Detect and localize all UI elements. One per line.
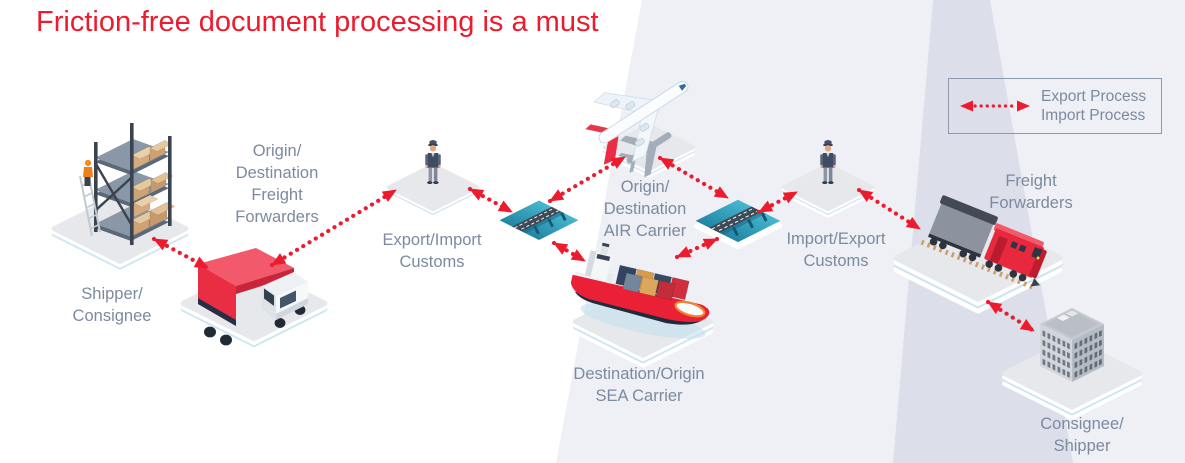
node-train xyxy=(883,172,1088,327)
legend-arrow-icon xyxy=(960,100,1030,112)
customs-officer-icon xyxy=(386,140,480,218)
export-customs-label: Export/Import Customs xyxy=(382,231,482,271)
airplane-icon xyxy=(585,80,696,178)
dest-forwarders-label: Freight Forwarders xyxy=(989,172,1073,212)
platform-icon xyxy=(781,163,875,218)
legend-export-label: Export Process xyxy=(1041,88,1147,105)
air-carrier-label: Origin/ Destination AIR Carrier xyxy=(603,178,687,240)
consignee-shipper-label: Consignee/ Shipper xyxy=(1040,415,1124,455)
node-export-customs xyxy=(385,132,505,237)
node-shipper-warehouse xyxy=(28,112,220,277)
legend-labels: Export Process Import Process xyxy=(1041,87,1146,125)
sea-carrier-label: Destination/Origin SEA Carrier xyxy=(573,365,705,405)
customs-officer-icon xyxy=(781,140,875,218)
office-building-icon xyxy=(983,308,1175,422)
shipper-consignee-label: Shipper/ Consignee xyxy=(72,285,152,325)
platform-icon xyxy=(386,163,480,218)
node-truck xyxy=(168,246,353,376)
page-title: Friction-free document processing is a m… xyxy=(36,6,599,38)
node-building xyxy=(983,282,1175,422)
import-customs-label: Import/Export Customs xyxy=(786,230,886,270)
truck-icon xyxy=(168,248,353,376)
node-sea-carrier xyxy=(548,228,740,370)
legend-import-label: Import Process xyxy=(1041,107,1146,124)
cargo-ship-icon xyxy=(570,242,740,370)
origin-forwarders-label: Origin/ Destination Freight Forwarders xyxy=(235,142,319,226)
worker-icon xyxy=(79,159,101,237)
legend: Export Process Import Process xyxy=(948,78,1162,134)
node-air-carrier xyxy=(573,66,713,188)
train-icon xyxy=(883,195,1088,327)
node-import-customs xyxy=(778,130,898,235)
warehouse-icon xyxy=(28,123,220,277)
